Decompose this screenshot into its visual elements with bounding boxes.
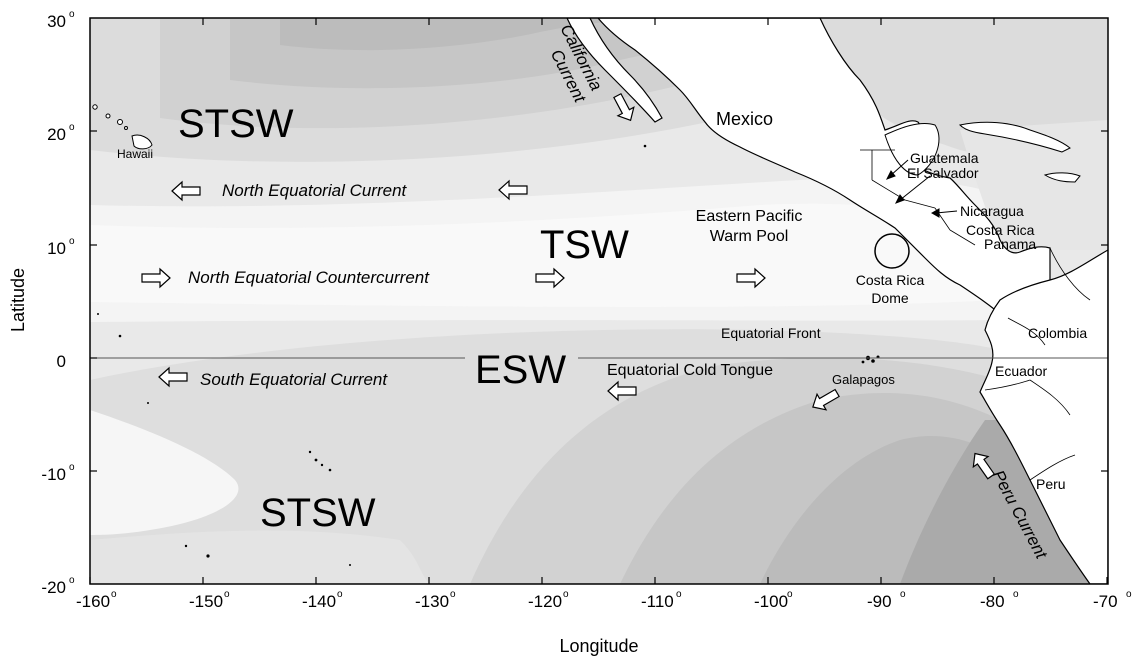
arrow-southeast-icon xyxy=(613,92,635,122)
hawaii-islands xyxy=(92,104,153,150)
y-tick-label: 20 xyxy=(47,125,66,144)
arrow-west-icon xyxy=(607,380,637,402)
svg-text:o: o xyxy=(787,589,793,600)
el-salvador-label: El Salvador xyxy=(907,165,979,181)
y-tick-label: -20 xyxy=(41,578,66,597)
x-tick-label: -130 xyxy=(415,592,449,611)
y-tick-label: 30 xyxy=(47,12,66,31)
warm-pool-label-line2: Warm Pool xyxy=(710,228,789,245)
svg-text:o: o xyxy=(900,589,906,600)
north-equatorial-countercurrent-label: North Equatorial Countercurrent xyxy=(188,268,430,287)
stsw-north-label: STSW xyxy=(178,102,294,146)
dome-label-line1: Costa Rica xyxy=(856,272,925,288)
arrow-east-icon xyxy=(736,267,766,289)
y-axis-title: Latitude xyxy=(8,268,28,332)
arrow-northwest-icon xyxy=(812,388,840,411)
x-tick-label: -160 xyxy=(76,592,110,611)
arrow-west-icon xyxy=(498,179,528,201)
x-tick-label: -100 xyxy=(754,592,788,611)
baja-california-land xyxy=(566,18,663,123)
colombia-label: Colombia xyxy=(1028,325,1087,341)
jamaica-land xyxy=(1043,172,1081,183)
land-masses xyxy=(92,18,1108,584)
svg-text:o: o xyxy=(69,122,75,133)
stsw-south-label: STSW xyxy=(260,491,376,535)
arrow-northwest-icon xyxy=(972,452,996,480)
svg-text:o: o xyxy=(69,462,75,473)
x-tick-label: -70 xyxy=(1093,592,1118,611)
arrow-east-icon xyxy=(535,267,565,289)
tsw-label: TSW xyxy=(540,223,629,267)
costa-rica-dome-marker xyxy=(874,233,910,269)
x-axis-title: Longitude xyxy=(559,636,638,656)
galapagos-label: Galapagos xyxy=(832,372,895,387)
south-america-land xyxy=(979,249,1108,584)
guatemala-label: Guatemala xyxy=(910,150,979,166)
svg-text:o: o xyxy=(224,589,230,600)
x-tick-label: -110 xyxy=(641,592,674,611)
x-tick-label: -120 xyxy=(528,592,562,611)
esw-label: ESW xyxy=(475,348,566,392)
country-borders xyxy=(860,149,1091,481)
equatorial-front-label: Equatorial Front xyxy=(721,325,821,341)
svg-text:o: o xyxy=(1013,589,1019,600)
y-tick-label: 0 xyxy=(57,352,66,371)
nicaragua-label: Nicaragua xyxy=(960,203,1024,219)
north-equatorial-current-label: North Equatorial Current xyxy=(222,181,408,200)
x-tick-label: -90 xyxy=(867,592,892,611)
arrow-west-icon xyxy=(171,180,201,202)
svg-text:o: o xyxy=(563,589,569,600)
yucatan-land xyxy=(884,122,940,176)
ocean-shading xyxy=(90,18,1108,584)
dome-label-line2: Dome xyxy=(871,290,909,306)
x-axis xyxy=(89,18,1108,584)
pacific-islets xyxy=(97,144,647,566)
y-tick-label: -10 xyxy=(41,465,66,484)
svg-text:o: o xyxy=(69,9,75,20)
peru-label: Peru xyxy=(1036,476,1066,492)
arrow-east-icon xyxy=(141,267,171,289)
svg-text:o: o xyxy=(69,575,75,586)
label-leader-lines xyxy=(885,159,958,218)
hawaii-label: Hawaii xyxy=(117,147,153,161)
costa-rica-label: Costa Rica xyxy=(966,222,1035,238)
current-arrows xyxy=(141,92,996,480)
cold-tongue-label: Equatorial Cold Tongue xyxy=(607,362,773,379)
x-tick-label: -140 xyxy=(302,592,336,611)
y-axis xyxy=(90,130,1108,472)
svg-text:o: o xyxy=(450,589,456,600)
y-tick-labels: 30 o 20 o 10 o 0 -10 o -20 o xyxy=(41,9,75,597)
ecuador-label: Ecuador xyxy=(995,363,1047,379)
mexico-label: Mexico xyxy=(716,109,773,129)
south-equatorial-current-label: South Equatorial Current xyxy=(200,370,388,389)
svg-text:o: o xyxy=(337,589,343,600)
x-tick-label: -80 xyxy=(980,592,1005,611)
svg-text:o: o xyxy=(676,589,682,600)
arrow-west-icon xyxy=(158,366,188,388)
plot-frame xyxy=(89,17,1109,585)
warm-pool-label-line1: Eastern Pacific xyxy=(696,208,803,225)
y-tick-label: 10 xyxy=(47,239,66,258)
svg-text:o: o xyxy=(1126,589,1132,600)
panama-label: Panama xyxy=(984,236,1036,252)
svg-text:o: o xyxy=(69,236,75,247)
x-tick-label: -150 xyxy=(189,592,223,611)
svg-text:o: o xyxy=(111,589,117,600)
cuba-land xyxy=(958,121,1071,153)
x-tick-labels: -160 o -150 o -140 o -130 o -120 o -110 … xyxy=(76,589,1132,611)
